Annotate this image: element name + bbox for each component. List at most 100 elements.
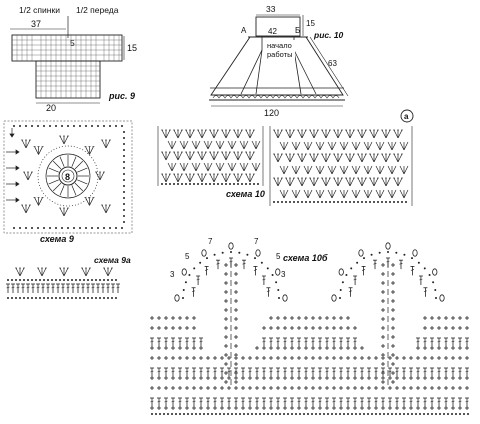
border-stitch <box>436 375 442 381</box>
picot <box>439 294 445 302</box>
border-stitch <box>219 355 225 361</box>
border-stitch <box>149 325 155 331</box>
border-stitch <box>254 345 260 351</box>
border-stitch <box>254 397 260 408</box>
count-7-left: 7 <box>208 237 213 246</box>
edging-dc <box>20 283 26 294</box>
border-stitch <box>268 375 274 381</box>
border-stitch <box>366 385 372 391</box>
border-stitch <box>324 405 330 411</box>
chain-stitch <box>349 201 351 203</box>
border-stitch <box>156 405 162 411</box>
edging-dc <box>40 283 46 294</box>
chain-stitch <box>359 413 361 415</box>
chain-stitch <box>432 281 435 284</box>
chain-stitch <box>225 183 227 185</box>
border-stitch <box>331 355 337 361</box>
border-stitch <box>422 325 428 331</box>
border-stitch <box>429 385 435 391</box>
chain-stitch <box>263 413 265 415</box>
pattern-stitch <box>308 153 320 163</box>
border-stitch <box>261 385 267 391</box>
chain-stitch <box>365 201 367 203</box>
chain-stitch <box>341 281 344 284</box>
border-stitch <box>366 355 372 361</box>
chain-stitch <box>183 413 185 415</box>
pattern-stitch <box>356 177 368 187</box>
chain-stitch <box>115 227 117 229</box>
start-label-1: начало <box>267 41 292 50</box>
scallop-dc <box>398 259 404 270</box>
edging-dc <box>10 283 16 294</box>
pattern-stitch <box>392 153 404 163</box>
pattern-stitch <box>332 177 344 187</box>
picot <box>228 242 234 250</box>
chain-stitch <box>195 413 197 415</box>
border-stitch <box>422 315 428 321</box>
edging-fan <box>80 267 92 277</box>
marker-a: а <box>404 112 409 121</box>
border-stitch <box>163 345 169 351</box>
chain-stitch <box>185 183 187 185</box>
chain-stitch <box>13 227 15 229</box>
border-stitch <box>373 397 379 408</box>
chain-stitch <box>103 279 105 281</box>
sc-stitch <box>390 325 396 331</box>
count-5-left: 5 <box>185 252 190 261</box>
chain-stitch <box>363 257 365 260</box>
chain-stitch <box>323 413 325 415</box>
ray-stitch <box>59 185 65 196</box>
border-stitch <box>331 345 337 351</box>
border-stitch <box>275 375 281 381</box>
border-stitch <box>268 315 274 321</box>
border-stitch <box>212 375 218 381</box>
border-stitch <box>401 355 407 361</box>
border-stitch <box>149 405 155 411</box>
sc-stitch <box>223 370 229 376</box>
border-stitch <box>275 397 281 408</box>
border-stitch <box>436 367 442 378</box>
border-stitch <box>163 385 169 391</box>
border-stitch <box>429 375 435 381</box>
chain-stitch <box>123 185 125 187</box>
border-stitch <box>331 315 337 321</box>
chain-stitch <box>277 201 279 203</box>
border-stitch <box>450 345 456 351</box>
border-stitch <box>282 325 288 331</box>
border-stitch <box>310 367 316 378</box>
sc-stitch <box>223 361 229 367</box>
border-stitch <box>275 355 281 361</box>
pattern-stitch <box>172 129 184 139</box>
chain-stitch <box>271 274 274 276</box>
border-stitch <box>345 345 351 351</box>
caption-fig10: рис. 10 <box>313 30 344 40</box>
chain-stitch <box>123 203 125 205</box>
chain-stitch <box>207 413 209 415</box>
border-stitch <box>303 337 309 348</box>
border-stitch <box>240 397 246 408</box>
pattern-stitch <box>167 162 177 172</box>
border-stitch <box>191 385 197 391</box>
border-stitch <box>261 345 267 351</box>
sc-stitch <box>390 379 396 385</box>
border-stitch <box>303 325 309 331</box>
chain-stitch <box>259 413 261 415</box>
border-stitch <box>359 385 365 391</box>
chain-stitch <box>123 191 125 193</box>
border-stitch <box>450 355 456 361</box>
border-stitch <box>198 397 204 408</box>
chain-stitch <box>43 279 45 281</box>
chain-stitch <box>171 413 173 415</box>
sc-stitch <box>390 280 396 286</box>
chain-stitch <box>47 279 49 281</box>
border-stitch <box>317 345 323 351</box>
chain-stitch <box>387 251 389 253</box>
chain-stitch <box>339 413 341 415</box>
chain-stitch <box>121 227 123 229</box>
picot <box>412 249 418 257</box>
chain-stitch <box>231 413 233 415</box>
chain-stitch <box>79 227 81 229</box>
border-stitch <box>212 397 218 408</box>
border-stitch <box>205 367 211 378</box>
border-stitch <box>429 315 435 321</box>
